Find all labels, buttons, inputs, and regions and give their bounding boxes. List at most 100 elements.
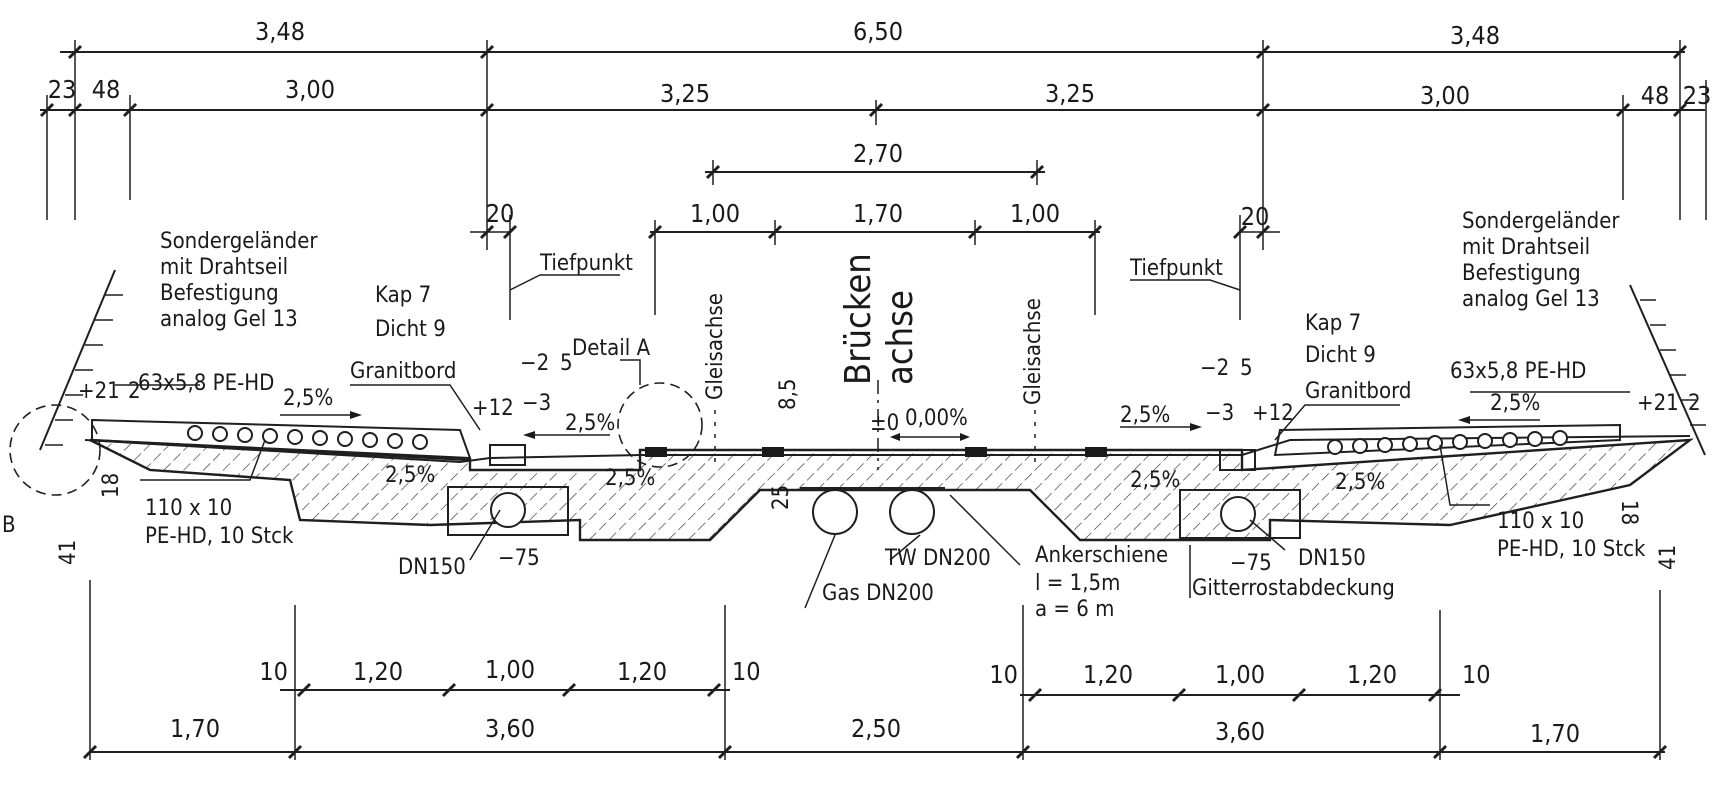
rail-note-left-2: mit Drahtseil [160,255,288,280]
dn150-left: DN150 [398,555,466,580]
rail-pad [645,447,667,457]
anker-a-label: a = 6 m [1035,597,1114,622]
rail-pad [762,447,784,457]
pipe-gas-dn200 [812,489,858,535]
bdim-250: 2,50 [851,714,901,743]
slope-zero: 0,00% [905,406,968,431]
kap-left: Kap 7 [375,283,431,308]
rail-note-right-2: mit Drahtseil [1462,235,1590,260]
dim-overall-mid: 6,50 [853,17,903,46]
dim-l300: 3,00 [285,75,335,104]
dim-r300: 3,00 [1420,81,1470,110]
granitbord-right: Granitbord [1305,379,1411,404]
conduit-right-1: 110 x 10 [1497,509,1584,534]
bdim-120a: 1,20 [353,657,403,686]
anker-l-label: l = 1,5m [1035,571,1120,596]
level-p12-left: +12 [472,396,514,421]
detail-b-label: B [2,513,16,538]
gleisachse-right: Gleisachse [1021,298,1046,405]
level-n2-right: 2 [1688,391,1701,416]
dim-170: 1,70 [853,199,903,228]
detail-a-circle [617,382,703,468]
dim-l48: 48 [92,75,121,104]
level-m75-right: −75 [1230,551,1272,576]
dim-overall-right: 3,48 [1450,21,1500,50]
dim-r23: 23 [1683,81,1712,110]
pipe-dn150-right [1220,496,1256,532]
level-m2-right: −2 [1200,356,1229,381]
bdim-120b: 1,20 [617,657,667,686]
dim-41-left: 41 [56,540,81,565]
dim-18-right: 18 [1616,500,1641,525]
rail-note-right-1: Sondergeländer [1462,209,1620,234]
dim-100a: 1,00 [690,199,740,228]
level-pm0: ±0 [870,411,899,436]
slope-pct-1: 2,5% [283,386,333,411]
detail-a-label: Detail A [572,336,651,361]
anker-label: Ankerschiene [1035,543,1168,568]
dim-270: 2,70 [853,139,903,168]
rail-note-right-4: analog Gel 13 [1462,287,1600,312]
level-n5-left: 5 [560,351,573,376]
dn150-right: DN150 [1298,546,1366,571]
dicht-left: Dicht 9 [375,317,446,342]
bdim-10a: 10 [259,657,288,686]
level-m75-left: −75 [498,546,540,571]
dim-18-left: 18 [99,473,124,498]
dim-20a: 20 [486,199,515,228]
slope-arrows [280,411,1540,441]
pipe-dn150-left [490,492,526,528]
cable-trough-left [447,486,569,536]
gitter-label: Gitterrostabdeckung [1192,576,1395,601]
bdim-360b: 3,60 [1215,717,1265,746]
slope-pct-8: 2,5% [1490,391,1540,416]
top-dimension-lines [39,40,1707,320]
tw-dn200-label: TW DN200 [884,546,991,571]
bdim-170a: 1,70 [170,714,220,743]
level-p12-right: +12 [1252,401,1294,426]
cap-right [1273,423,1621,457]
drain-left [489,444,526,466]
gas-dn200-label: Gas DN200 [822,581,934,606]
dim-100b: 1,00 [1010,199,1060,228]
rail-pad [965,447,987,457]
dim-25: 25 [769,485,794,510]
level-m2-left: −2 [520,351,549,376]
kap-right: Kap 7 [1305,311,1361,336]
gleisachse-left: Gleisachse [703,293,728,400]
railing-left [39,269,123,451]
dicht-right: Dicht 9 [1305,343,1376,368]
dim-l325: 3,25 [660,79,710,108]
pipe-small-left: 63x5,8 PE-HD [138,371,274,396]
level-m3-right: −3 [1205,401,1234,426]
dim-r325: 3,25 [1045,79,1095,108]
pipe-tw-dn200 [889,489,935,535]
dim-85: 8,5 [776,379,801,410]
dim-overall-left: 3,48 [255,17,305,46]
slope-pct-7: 2,5% [1335,470,1385,495]
rail-note-left-1: Sondergeländer [160,229,318,254]
bdim-170b: 1,70 [1530,719,1580,748]
level-n5-right: 5 [1240,356,1253,381]
bdim-360a: 3,60 [485,714,535,743]
cable-trough-right [1179,489,1301,539]
bdim-100a: 1,00 [485,655,535,684]
conduit-left-1: 110 x 10 [145,496,232,521]
bdim-10c: 10 [989,660,1018,689]
rail-note-left-4: analog Gel 13 [160,307,298,332]
tiefpunkt-right: Tiefpunkt [1129,256,1223,281]
slope-pct-5: 2,5% [1120,403,1170,428]
dim-20b: 20 [1241,202,1270,231]
level-p21-left: +21 [78,379,120,404]
slope-pct-2: 2,5% [385,463,435,488]
slope-pct-4: 2,5% [605,466,655,491]
bdim-10d: 10 [1462,660,1491,689]
granitbord-left: Granitbord [350,359,456,384]
conduit-left-2: PE-HD, 10 Stck [145,524,294,549]
dim-r48: 48 [1641,81,1670,110]
conduits-right [1327,430,1568,455]
detail-b-circle [9,404,101,496]
conduits-left [187,425,428,450]
bdim-120c: 1,20 [1083,660,1133,689]
